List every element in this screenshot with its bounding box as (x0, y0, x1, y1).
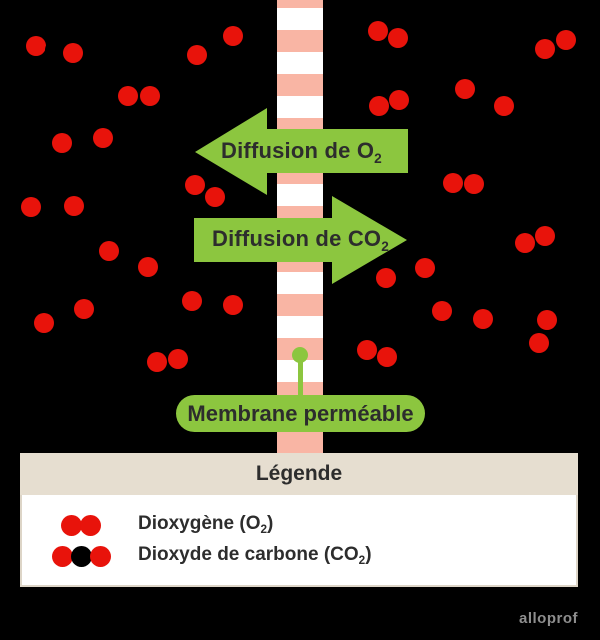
co2-carbon-atom (72, 130, 93, 151)
legend-item-dioxygen: Dioxygène (O2) (38, 512, 273, 538)
legend: Légende Dioxygène (O2) Dioxyde de carbon… (20, 453, 578, 589)
o2-subscript: 2 (374, 150, 382, 166)
co2-oxygen-atom (494, 96, 514, 116)
co2-oxygen-atom (64, 196, 84, 216)
o2-oxygen-atom (185, 175, 205, 195)
membrane-label-connector-line (298, 355, 303, 396)
o2-arrow-label: Diffusion de O2 (221, 137, 382, 166)
o2-oxygen-atom (535, 226, 555, 246)
membrane-label-text: Membrane perméable (187, 400, 414, 426)
o2-oxygen-atom (388, 28, 408, 48)
co2-oxygen-atom (455, 79, 475, 99)
oxygen-atom-dot (51, 545, 73, 567)
oxygen-atom-dot (89, 545, 111, 567)
carbon-atom-dot (70, 545, 92, 567)
co2-carbon-atom (452, 305, 473, 325)
o2-oxygen-atom (537, 310, 557, 330)
co2-oxygen-atom (63, 43, 83, 63)
o2-oxygen-atom (147, 352, 167, 372)
oxygen-atom-dot (61, 514, 82, 536)
co2-oxygen-atom (52, 133, 72, 153)
legend-body: Dioxygène (O2) Dioxyde de carbone (CO2) (20, 495, 578, 587)
co2-molecule-icon (38, 545, 124, 567)
o2-oxygen-atom (515, 233, 535, 253)
o2-oxygen-atom (205, 187, 225, 207)
co2-carbon-atom (395, 263, 416, 283)
legend-item-carbon-dioxide-label: Dioxyde de carbone (CO2) (138, 544, 372, 568)
co2-carbon-atom (54, 306, 74, 326)
o2-oxygen-atom (529, 333, 549, 353)
co2-oxygen-atom (93, 128, 113, 148)
co2-oxygen-atom (34, 313, 54, 333)
co2-oxygen-atom (432, 301, 452, 321)
o2-oxygen-atom (168, 349, 188, 369)
co2-oxygen-atom (182, 291, 202, 311)
co2-carbon-atom (42, 196, 63, 217)
membrane-label: Membrane perméable (176, 395, 425, 432)
co2-oxygen-atom (138, 257, 158, 277)
co2-oxygen-atom (187, 45, 207, 65)
oxygen-atom-dot (80, 514, 101, 536)
legend-header: Légende (20, 453, 578, 495)
o2-oxygen-atom (389, 90, 409, 110)
legend-item-carbon-dioxide: Dioxyde de carbone (CO2) (38, 543, 372, 569)
o2-oxygen-atom (368, 21, 388, 41)
co2-subscript: 2 (381, 238, 389, 254)
o2-oxygen-atom (535, 39, 555, 59)
o2-oxygen-atom (118, 86, 138, 106)
o2-oxygen-atom (369, 96, 389, 116)
co2-oxygen-atom (21, 197, 41, 217)
o2-oxygen-atom (357, 340, 377, 360)
co2-oxygen-atom (473, 309, 493, 329)
o2-molecule-icon (38, 514, 124, 536)
co2-carbon-atom (474, 87, 495, 108)
o2-oxygen-atom (556, 30, 576, 50)
co2-oxygen-atom (26, 36, 46, 56)
co2-oxygen-atom (223, 26, 243, 46)
co2-carbon-atom (202, 293, 223, 313)
co2-oxygen-atom (223, 295, 243, 315)
legend-item-dioxygen-label: Dioxygène (O2) (138, 513, 274, 537)
co2-oxygen-atom (74, 299, 94, 319)
co2-oxygen-atom (415, 258, 435, 278)
o2-oxygen-atom (140, 86, 160, 106)
o2-oxygen-atom (443, 173, 463, 193)
co2-oxygen-atom (99, 241, 119, 261)
co2-oxygen-atom (376, 268, 396, 288)
co2-carbon-atom (118, 249, 139, 269)
co2-carbon-atom (205, 35, 225, 56)
co2-arrow-label: Diffusion de CO2 (212, 226, 389, 254)
alloprof-watermark: alloprof (519, 610, 578, 627)
membrane-label-connector-dot (292, 347, 308, 363)
o2-oxygen-atom (464, 174, 484, 194)
legend-title: Légende (255, 462, 343, 485)
co2-carbon-atom (44, 39, 65, 60)
o2-oxygen-atom (377, 347, 397, 367)
